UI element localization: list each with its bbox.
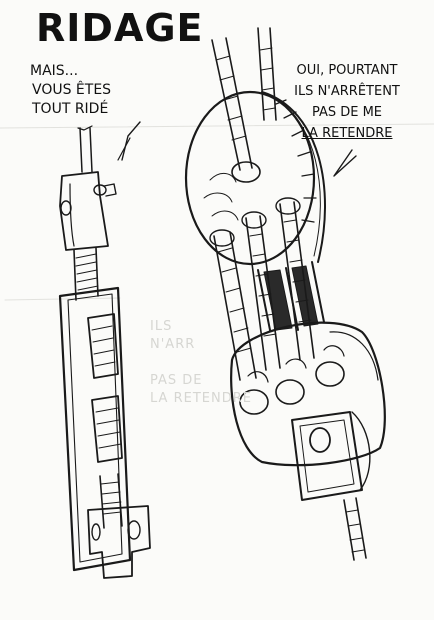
- right-bubble-line: LA RETENDRE: [301, 126, 393, 141]
- left-bubble-line: MAIS...: [30, 63, 79, 79]
- left-bubble-line: TOUT RIDÉ: [32, 101, 109, 117]
- right-bubble-line: ILS N'ARRÊTENT: [294, 84, 400, 99]
- right-bubble-line: PAS DE ME: [311, 105, 383, 120]
- left-bubble-line: VOUS ÊTES: [32, 82, 112, 98]
- pulley-block-illustration: [184, 27, 386, 561]
- turnbuckle-illustration: [58, 125, 151, 579]
- right-speech-bubble: OUI, POURTANT ILS N'ARRÊTENT PAS DE ME L…: [272, 60, 422, 144]
- page-title: RIDAGE: [36, 6, 204, 50]
- right-bubble-line: OUI, POURTANT: [296, 63, 398, 78]
- left-speech-bubble: MAIS... VOUS ÊTES TOUT RIDÉ: [30, 62, 170, 119]
